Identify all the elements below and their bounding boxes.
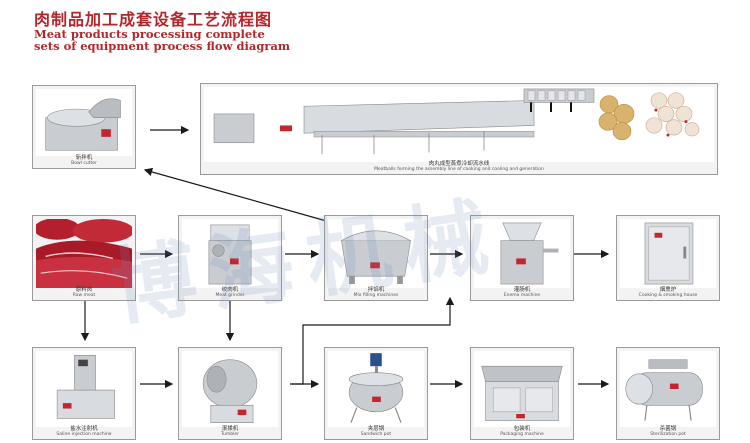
title-chinese: 肉制品加工成套设备工艺流程图 xyxy=(34,10,273,29)
tumbler-label-cn: 滚揉机 xyxy=(221,426,239,432)
bowl-cutter-label-cn: 斩拌机 xyxy=(75,155,93,161)
mix-filling-label-cn: 拌馅机 xyxy=(367,287,385,293)
title-english: Meat products processing complete sets o… xyxy=(34,27,291,53)
arrow-mix-to-bowlcutter xyxy=(143,167,331,223)
enema-image xyxy=(474,219,570,288)
sandwich-pot-label-cn: 夹层锅 xyxy=(367,426,385,432)
packaging-label-en: Packaging machine xyxy=(500,432,544,437)
smokehouse-label-cn: 烟熏炉 xyxy=(659,287,677,293)
meat-grinder-label-cn: 绞肉机 xyxy=(221,287,239,293)
enema-label-en: Enema machine xyxy=(503,293,541,298)
smokehouse-image xyxy=(620,219,716,288)
sandwich-pot-image xyxy=(328,351,424,427)
bowl-cutter-image xyxy=(36,89,132,156)
tumbler-image xyxy=(182,351,278,427)
meat-grinder-label-en: Meat grinder xyxy=(215,293,245,298)
packaging-image xyxy=(474,351,570,427)
enema-label-cn: 灌肠机 xyxy=(513,287,531,293)
meat-grinder-image xyxy=(182,219,278,288)
sterilization-label-en: Sterilization pot xyxy=(650,432,686,437)
sterilization-label-cn: 杀菌锅 xyxy=(659,426,677,432)
saline-injection-label-cn: 盐水注射机 xyxy=(70,426,98,432)
sterilization-image xyxy=(620,351,716,427)
meatball-line-image xyxy=(204,87,714,162)
tumbler-label-en: Tumbler xyxy=(220,432,240,437)
mix-filling-image xyxy=(328,219,424,288)
meatball-line-label-cn: 肉丸成型蒸煮冷却流水线 xyxy=(428,161,490,167)
bowl-cutter-label-en: Bowl cutter xyxy=(71,161,97,166)
smokehouse-label-en: Cooking & smoking house xyxy=(638,293,698,298)
raw-meat-label-cn: 原料肉 xyxy=(75,287,93,293)
sandwich-pot-label-en: Sandwich pot xyxy=(360,432,392,437)
raw-meat-label-en: Raw meat xyxy=(72,293,96,298)
packaging-label-cn: 包装机 xyxy=(513,426,531,432)
mix-filling-label-en: Mix filling machines xyxy=(353,293,399,298)
saline-injection-label-en: Saline injection machine xyxy=(56,432,112,437)
meatball-line-label-en: Meatballs forming the assembly line of c… xyxy=(374,167,544,172)
raw-meat-image xyxy=(36,219,132,288)
saline-injection-image xyxy=(36,351,132,427)
